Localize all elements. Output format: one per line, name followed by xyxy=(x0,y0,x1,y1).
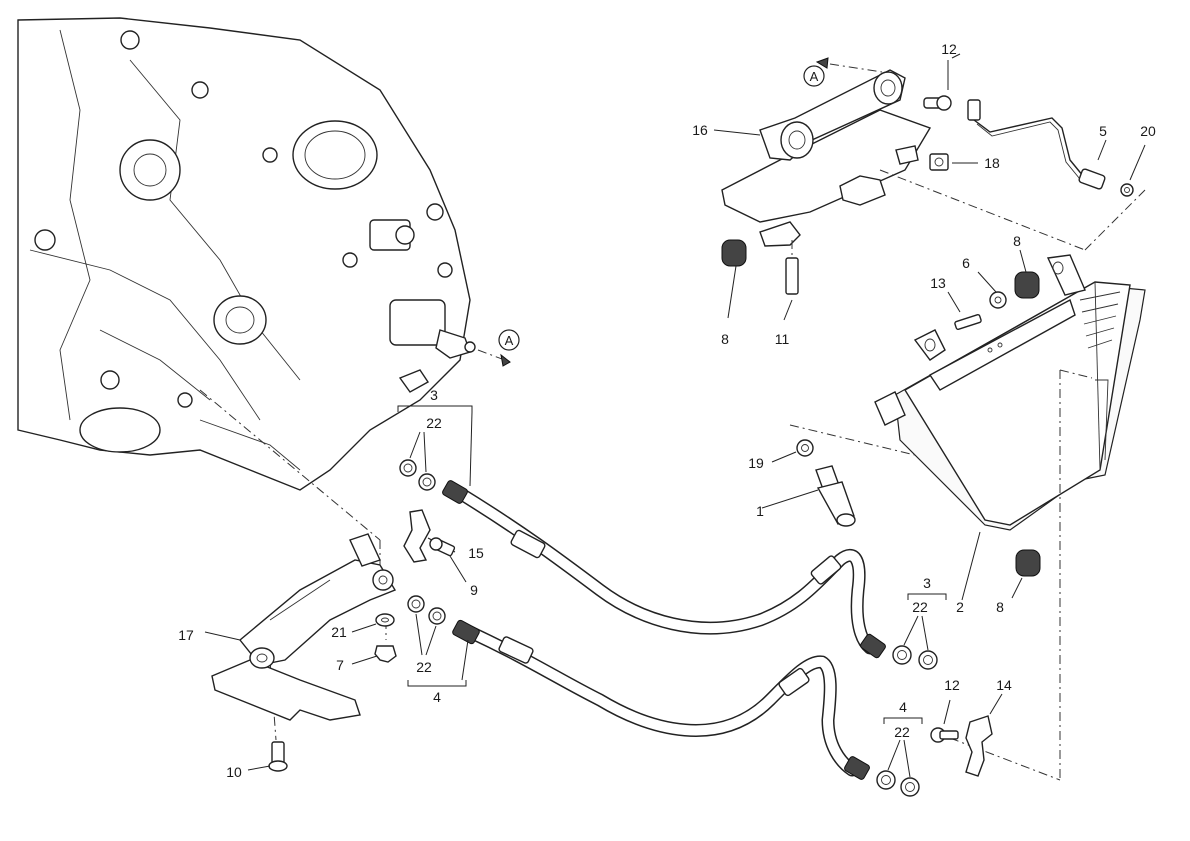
bolt-9 xyxy=(429,537,467,583)
leader-lines xyxy=(713,53,961,136)
label-part-7: 7 xyxy=(336,657,344,673)
label-part-6: 6 xyxy=(962,255,970,271)
oil-cooler xyxy=(874,254,1146,601)
label-part-22-lower-right: 22 xyxy=(894,724,910,740)
label-part-3-left: 3 xyxy=(430,387,438,403)
label-part-4-left: 4 xyxy=(433,689,441,705)
hose-4-lower xyxy=(452,619,870,780)
label-part-22-upper-left: 22 xyxy=(426,415,442,431)
label-part-8-cooler: 8 xyxy=(1013,233,1021,249)
group-bracket-3-right xyxy=(907,593,947,600)
label-part-13: 13 xyxy=(930,275,946,291)
callout-a-engine: A xyxy=(505,333,514,348)
grommet-8-upper xyxy=(721,239,747,319)
washer-6 xyxy=(977,271,1007,309)
label-part-21: 21 xyxy=(331,624,347,640)
group-bracket-3-left xyxy=(397,405,473,487)
part-labels: 1 2 3 3 4 4 5 6 7 8 8 8 9 10 11 12 12 13… xyxy=(178,41,1156,780)
bolt-11 xyxy=(783,240,799,321)
label-part-12-bottom: 12 xyxy=(944,677,960,693)
seals-22-upper-left xyxy=(399,431,436,491)
hose-3-upper xyxy=(442,480,886,659)
bolt-12-top xyxy=(923,60,952,111)
arrow-a-bracket: A xyxy=(803,57,883,87)
washer-21 xyxy=(351,613,395,633)
label-part-10: 10 xyxy=(226,764,242,780)
label-part-1: 1 xyxy=(756,503,764,519)
label-part-15: 15 xyxy=(468,545,484,561)
label-part-8-lower: 8 xyxy=(996,599,1004,615)
label-part-14: 14 xyxy=(996,677,1012,693)
label-part-12-top: 12 xyxy=(941,41,957,57)
label-part-20: 20 xyxy=(1140,123,1156,139)
arrow-a-engine: A xyxy=(477,329,520,367)
engine-assembly xyxy=(17,17,476,491)
grommet-8-lower xyxy=(1011,549,1041,599)
label-part-8-upper: 8 xyxy=(721,331,729,347)
label-part-19: 19 xyxy=(748,455,764,471)
seals-22-upper-right xyxy=(892,615,938,670)
bolt-12-bottom xyxy=(930,699,959,743)
lower-bracket-17 xyxy=(204,533,397,721)
label-part-3-right: 3 xyxy=(923,575,931,591)
label-part-5: 5 xyxy=(1099,123,1107,139)
label-part-18: 18 xyxy=(984,155,1000,171)
bolt-13 xyxy=(947,291,982,331)
label-part-9: 9 xyxy=(470,582,478,598)
callout-a-bracket: A xyxy=(810,69,819,84)
label-part-22-upper-right: 22 xyxy=(912,599,928,615)
label-part-22-lower-left: 22 xyxy=(416,659,432,675)
nut-7 xyxy=(351,645,397,665)
label-part-4-right: 4 xyxy=(899,699,907,715)
sensor-1 xyxy=(761,465,856,527)
washer-19 xyxy=(771,439,814,463)
seals-22-lower-left xyxy=(407,595,446,656)
upper-bracket xyxy=(721,69,932,247)
label-part-2: 2 xyxy=(956,599,964,615)
sensor-cable-5 xyxy=(967,99,1107,190)
group-bracket-4-left xyxy=(407,639,469,687)
bolt-10 xyxy=(247,741,288,772)
clip-14 xyxy=(965,693,1003,777)
label-part-17: 17 xyxy=(178,627,194,643)
seals-22-lower-right xyxy=(876,739,920,797)
label-part-16: 16 xyxy=(692,122,708,138)
grommet-8-cooler xyxy=(1014,249,1040,299)
label-part-11: 11 xyxy=(775,331,790,347)
washer-20 xyxy=(1120,144,1146,197)
group-bracket-4-right xyxy=(883,717,923,724)
nut-18 xyxy=(929,153,978,171)
